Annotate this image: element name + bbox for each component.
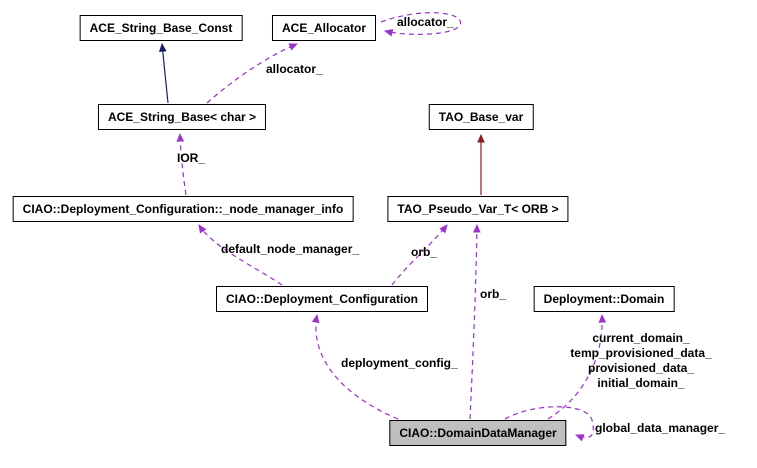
edge-inheritance-string-base-const — [158, 43, 169, 104]
edge-label-allocator: allocator_ — [266, 62, 323, 76]
class-node-node-manager-info[interactable]: CIAO::Deployment_Configuration::_node_ma… — [12, 196, 354, 222]
edge-orb-lower — [469, 224, 481, 420]
edge-label-allocator-self: allocator_ — [397, 15, 454, 29]
edge-ior — [176, 133, 187, 196]
class-node-deployment-domain[interactable]: Deployment::Domain — [533, 286, 675, 312]
edge-label-domain-members: current_domain_ temp_provisioned_data_ p… — [570, 331, 711, 391]
class-node-domain-data-manager: CIAO::DomainDataManager — [389, 420, 567, 446]
class-node-ace-allocator[interactable]: ACE_Allocator — [271, 15, 377, 41]
edge-label-temp-provisioned-data: temp_provisioned_data_ — [570, 346, 712, 360]
class-node-deployment-configuration[interactable]: CIAO::Deployment_Configuration — [216, 286, 428, 312]
edge-orb-upper — [391, 224, 448, 286]
edge-label-current-domain: current_domain_ — [592, 331, 690, 345]
edge-allocator — [206, 43, 298, 104]
edge-default-node-manager — [198, 224, 283, 286]
edge-label-default-node-manager: default_node_manager_ — [221, 242, 360, 256]
class-node-tao-base-var[interactable]: TAO_Base_var — [428, 104, 534, 130]
edge-label-orb-upper: orb_ — [411, 245, 438, 259]
edge-global-data-manager-self-loop — [504, 406, 594, 442]
class-node-ace-string-base-char[interactable]: ACE_String_Base< char > — [97, 104, 267, 130]
class-node-tao-pseudo-var[interactable]: TAO_Pseudo_Var_T< ORB > — [387, 196, 569, 222]
edge-label-global-data-manager: global_data_manager_ — [595, 421, 726, 435]
edge-allocator-self-loop — [380, 12, 462, 37]
edge-domain-members — [547, 314, 607, 420]
edge-label-initial-domain: initial_domain_ — [597, 376, 685, 390]
edge-label-deployment-config: deployment_config_ — [341, 356, 458, 370]
edge-deployment-config — [311, 314, 399, 420]
edge-label-orb-lower: orb_ — [480, 287, 507, 301]
edge-label-provisioned-data: provisioned_data_ — [587, 361, 695, 375]
class-node-ace-string-base-const[interactable]: ACE_String_Base_Const — [79, 15, 243, 41]
edge-label-ior: IOR_ — [177, 151, 206, 165]
